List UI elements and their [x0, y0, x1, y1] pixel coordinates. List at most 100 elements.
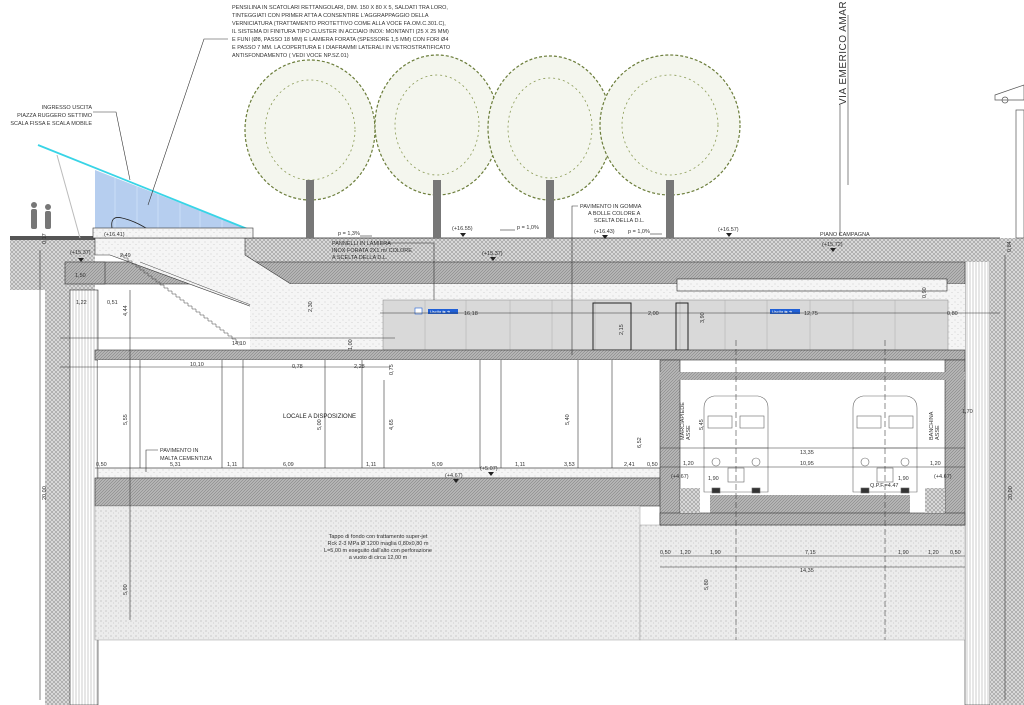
exit-sign: [770, 309, 800, 314]
svg-text:0,50: 0,50: [950, 550, 961, 556]
room-label: LOCALE A DISPOSIZIONE: [283, 414, 356, 420]
svg-text:5,45: 5,45: [699, 419, 705, 430]
jet-grout-plug-right: [639, 524, 966, 641]
entrance-note: INGRESSO USCITA PIAZZA RUGGERO SETTIMO S…: [10, 105, 131, 181]
svg-text:5,40: 5,40: [565, 414, 571, 425]
svg-text:1,50: 1,50: [75, 273, 86, 279]
svg-text:(+4.67): (+4.67): [671, 474, 689, 480]
mezzanine-slab: [94, 349, 966, 361]
svg-text:(+4.67): (+4.67): [445, 473, 463, 479]
svg-text:(+16.41): (+16.41): [104, 232, 125, 238]
rubber-floor-note: PAVIMENTO IN GOMMA A BOLLE COLORE A SCEL…: [571, 204, 645, 355]
svg-text:L=5,00 m eseguito dall'alto co: L=5,00 m eseguito dall'alto con perforaz…: [324, 548, 432, 554]
svg-text:7,15: 7,15: [805, 550, 816, 556]
svg-text:1,70: 1,70: [962, 409, 973, 415]
canopy-note: PENSILINA IN SCATOLARI RETTANGOLARI, DIM…: [147, 5, 451, 206]
svg-text:4,44: 4,44: [123, 305, 129, 316]
svg-text:1,90: 1,90: [710, 550, 721, 556]
exit-sign-text: Uscita ⇆ ➜: [772, 309, 793, 314]
soil-right: [990, 238, 1024, 705]
shop-window-mullions: [424, 300, 896, 350]
svg-text:MALTA CEMENTIZIA: MALTA CEMENTIZIA: [160, 456, 212, 462]
tree: [244, 59, 376, 238]
svg-text:p = 1,0%: p = 1,0%: [628, 229, 650, 235]
svg-text:12,75: 12,75: [804, 311, 818, 317]
svg-text:Q.P.F.=4.47: Q.P.F.=4.47: [870, 483, 899, 489]
people-figures: [31, 202, 51, 229]
room-columns: [139, 360, 613, 468]
svg-text:(+4.67): (+4.67): [934, 474, 952, 480]
track-label: ASSE: [686, 425, 692, 440]
dimension-lines: [39, 250, 1006, 700]
track-label: ASSE: [935, 425, 941, 440]
svg-text:0,50: 0,50: [660, 550, 671, 556]
track-box-ceiling: [660, 372, 965, 380]
svg-text:0,90: 0,90: [922, 287, 928, 298]
room-floor-finish: [97, 467, 661, 479]
tree: [374, 54, 500, 238]
svg-text:1,20: 1,20: [930, 461, 941, 467]
diaphragm-wall-left: [69, 289, 99, 705]
svg-text:13,35: 13,35: [800, 450, 814, 456]
svg-text:2,15: 2,15: [619, 324, 625, 335]
svg-text:0,50: 0,50: [96, 462, 107, 468]
svg-text:SCELTA DELLA D.L.: SCELTA DELLA D.L.: [594, 218, 645, 224]
svg-text:1,90: 1,90: [708, 476, 719, 482]
entrance-slab: [92, 227, 254, 239]
shop-windows: [382, 299, 949, 351]
svg-text:(+16.57): (+16.57): [718, 227, 739, 233]
svg-text:20,00: 20,00: [1008, 486, 1014, 500]
street-label: VIA EMERICO AMARI: [838, 0, 849, 105]
svg-text:5,00: 5,00: [317, 419, 323, 430]
svg-text:Rck 2-3 MPa Ø 1200 maglia 0,80: Rck 2-3 MPa Ø 1200 maglia 0,80x0,80 m: [328, 541, 429, 547]
tree: [487, 55, 613, 238]
ceiling-beam: [676, 278, 948, 292]
svg-text:2,00: 2,00: [648, 311, 659, 317]
ground-level-label: PIANO CAMPAGNA: [820, 232, 870, 238]
svg-text:0,51: 0,51: [107, 300, 118, 306]
svg-text:14,35: 14,35: [800, 568, 814, 574]
panels-note: PANNELLI IN LAMIERA INOX FORATA 2X1 m/ C…: [332, 241, 435, 300]
svg-text:2,41: 2,41: [624, 462, 635, 468]
svg-text:0,78: 0,78: [292, 364, 303, 370]
svg-text:PAVIMENTO IN: PAVIMENTO IN: [160, 448, 199, 454]
glass-canopy-mullions: [114, 178, 223, 228]
room-space: [98, 360, 660, 475]
svg-text:3,53: 3,53: [564, 462, 575, 468]
svg-text:(+16.43): (+16.43): [594, 229, 615, 235]
svg-text:1,90: 1,90: [898, 550, 909, 556]
svg-text:TINTEGGIATI CON PRIMER ATTA A: TINTEGGIATI CON PRIMER ATTA A CONSENTIRE…: [232, 13, 429, 19]
diaphragm-wall-right: [964, 254, 991, 705]
svg-text:VERNICIATURA (TRATTAMENTO PROT: VERNICIATURA (TRATTAMENTO PROTETTIVO COM…: [232, 21, 446, 27]
svg-text:(+15.37): (+15.37): [482, 251, 503, 257]
track-label: BANCHINA: [929, 411, 935, 440]
historic-building: [994, 84, 1024, 239]
svg-text:INOX FORATA 2X1 m/ COLORE: INOX FORATA 2X1 m/ COLORE: [332, 248, 412, 254]
svg-text:Tappo di fondo con trattamento: Tappo di fondo con trattamento super-jet: [329, 534, 428, 540]
soil-strip-left: [45, 290, 70, 705]
svg-text:1,20: 1,20: [683, 461, 694, 467]
svg-text:2,30: 2,30: [308, 301, 314, 312]
tree: [599, 54, 741, 238]
svg-text:E FUNI (Ø8, PASSO 18 MM) E LAM: E FUNI (Ø8, PASSO 18 MM) E LAMIERA FORAT…: [232, 37, 448, 43]
svg-text:p = 1,3%: p = 1,3%: [338, 231, 360, 237]
svg-text:6,09: 6,09: [283, 462, 294, 468]
canopy-edge: [37, 144, 251, 231]
canopy-strut: [56, 154, 81, 239]
platform-left: [680, 488, 700, 513]
svg-text:E PASSO 7 MM. LA COPERTURA E I: E PASSO 7 MM. LA COPERTURA E I DIAFRAMMI…: [232, 45, 451, 51]
cement-floor-note: PAVIMENTO IN MALTA CEMENTIZIA: [145, 448, 212, 472]
svg-text:ANTISFONDAMENTO ( VEDI VOCE NP: ANTISFONDAMENTO ( VEDI VOCE NP.SZ.01): [232, 53, 349, 59]
svg-text:(+15.37): (+15.37): [70, 250, 91, 256]
svg-text:INGRESSO USCITA: INGRESSO USCITA: [42, 105, 93, 111]
exit-sign-text: Uscita ⇆ ➜: [430, 309, 451, 314]
track-box-wall-right: [944, 359, 966, 526]
svg-text:0,84: 0,84: [1007, 241, 1013, 252]
exit-sign-icon: [414, 307, 423, 315]
svg-text:1,20: 1,20: [680, 550, 691, 556]
svg-text:5,80: 5,80: [704, 579, 710, 590]
svg-text:5,90: 5,90: [123, 584, 129, 595]
svg-text:5,31: 5,31: [170, 462, 181, 468]
exit-sign: [428, 309, 458, 314]
